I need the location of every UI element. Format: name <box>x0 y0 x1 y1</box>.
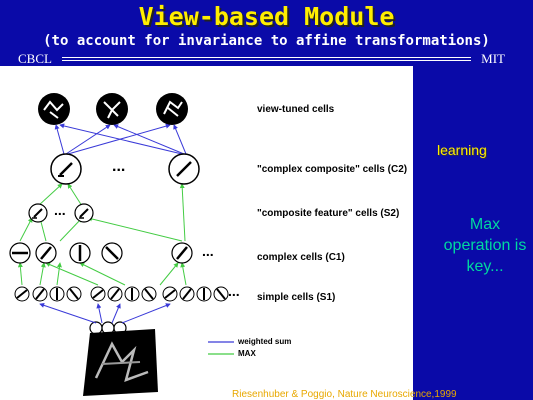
banner-line-top <box>62 57 471 58</box>
hierarchy-diagram <box>9 93 234 396</box>
slide-subtitle: (to account for invariance to affine tra… <box>43 33 490 49</box>
s1-to-c1-connections <box>17 262 187 286</box>
s2-cells-label: "composite feature" cells (S2) <box>257 208 400 219</box>
s2-cells <box>28 203 94 223</box>
legend-weighted-sum-text: weighted sum <box>238 337 292 346</box>
banner-line-bottom <box>62 60 471 61</box>
s1-cells <box>14 286 229 302</box>
max-operation-note: Max operation is key... <box>443 216 527 275</box>
input-image <box>83 321 158 396</box>
cbcl-logo-text: CBCL <box>18 51 52 66</box>
mit-logo-text: MIT <box>481 51 505 66</box>
citation-text: Riesenhuber & Poggio, Nature Neuroscienc… <box>232 389 457 400</box>
s2-to-c2-connections <box>37 183 186 242</box>
c2-to-view-tuned-connections <box>54 123 187 155</box>
legend-max-text: MAX <box>238 349 256 358</box>
s1-cells-label: simple cells (S1) <box>257 292 336 303</box>
input-to-s1-connections <box>39 302 171 324</box>
c2-cells <box>50 153 200 185</box>
c2-ellipsis: ... <box>112 158 126 175</box>
c2-cells-label: "complex composite" cells (C2) <box>257 164 408 175</box>
s2-ellipsis: ... <box>54 202 66 218</box>
c1-ellipsis: ... <box>202 243 214 259</box>
s1-ellipsis: ... <box>228 283 240 299</box>
slide-title: View-based Module <box>138 2 395 31</box>
c1-cells <box>9 242 193 264</box>
learning-annotation: learning <box>437 142 487 158</box>
diagram-panel: ... ... ... ... view-tuned cells "comple… <box>0 66 413 400</box>
view-tuned-cells <box>38 93 188 125</box>
header-banner: CBCL MIT <box>0 51 533 67</box>
view-tuned-cells-label: view-tuned cells <box>257 104 335 115</box>
c1-to-s2-connections <box>19 216 183 242</box>
c1-cells-label: complex cells (C1) <box>257 252 345 263</box>
